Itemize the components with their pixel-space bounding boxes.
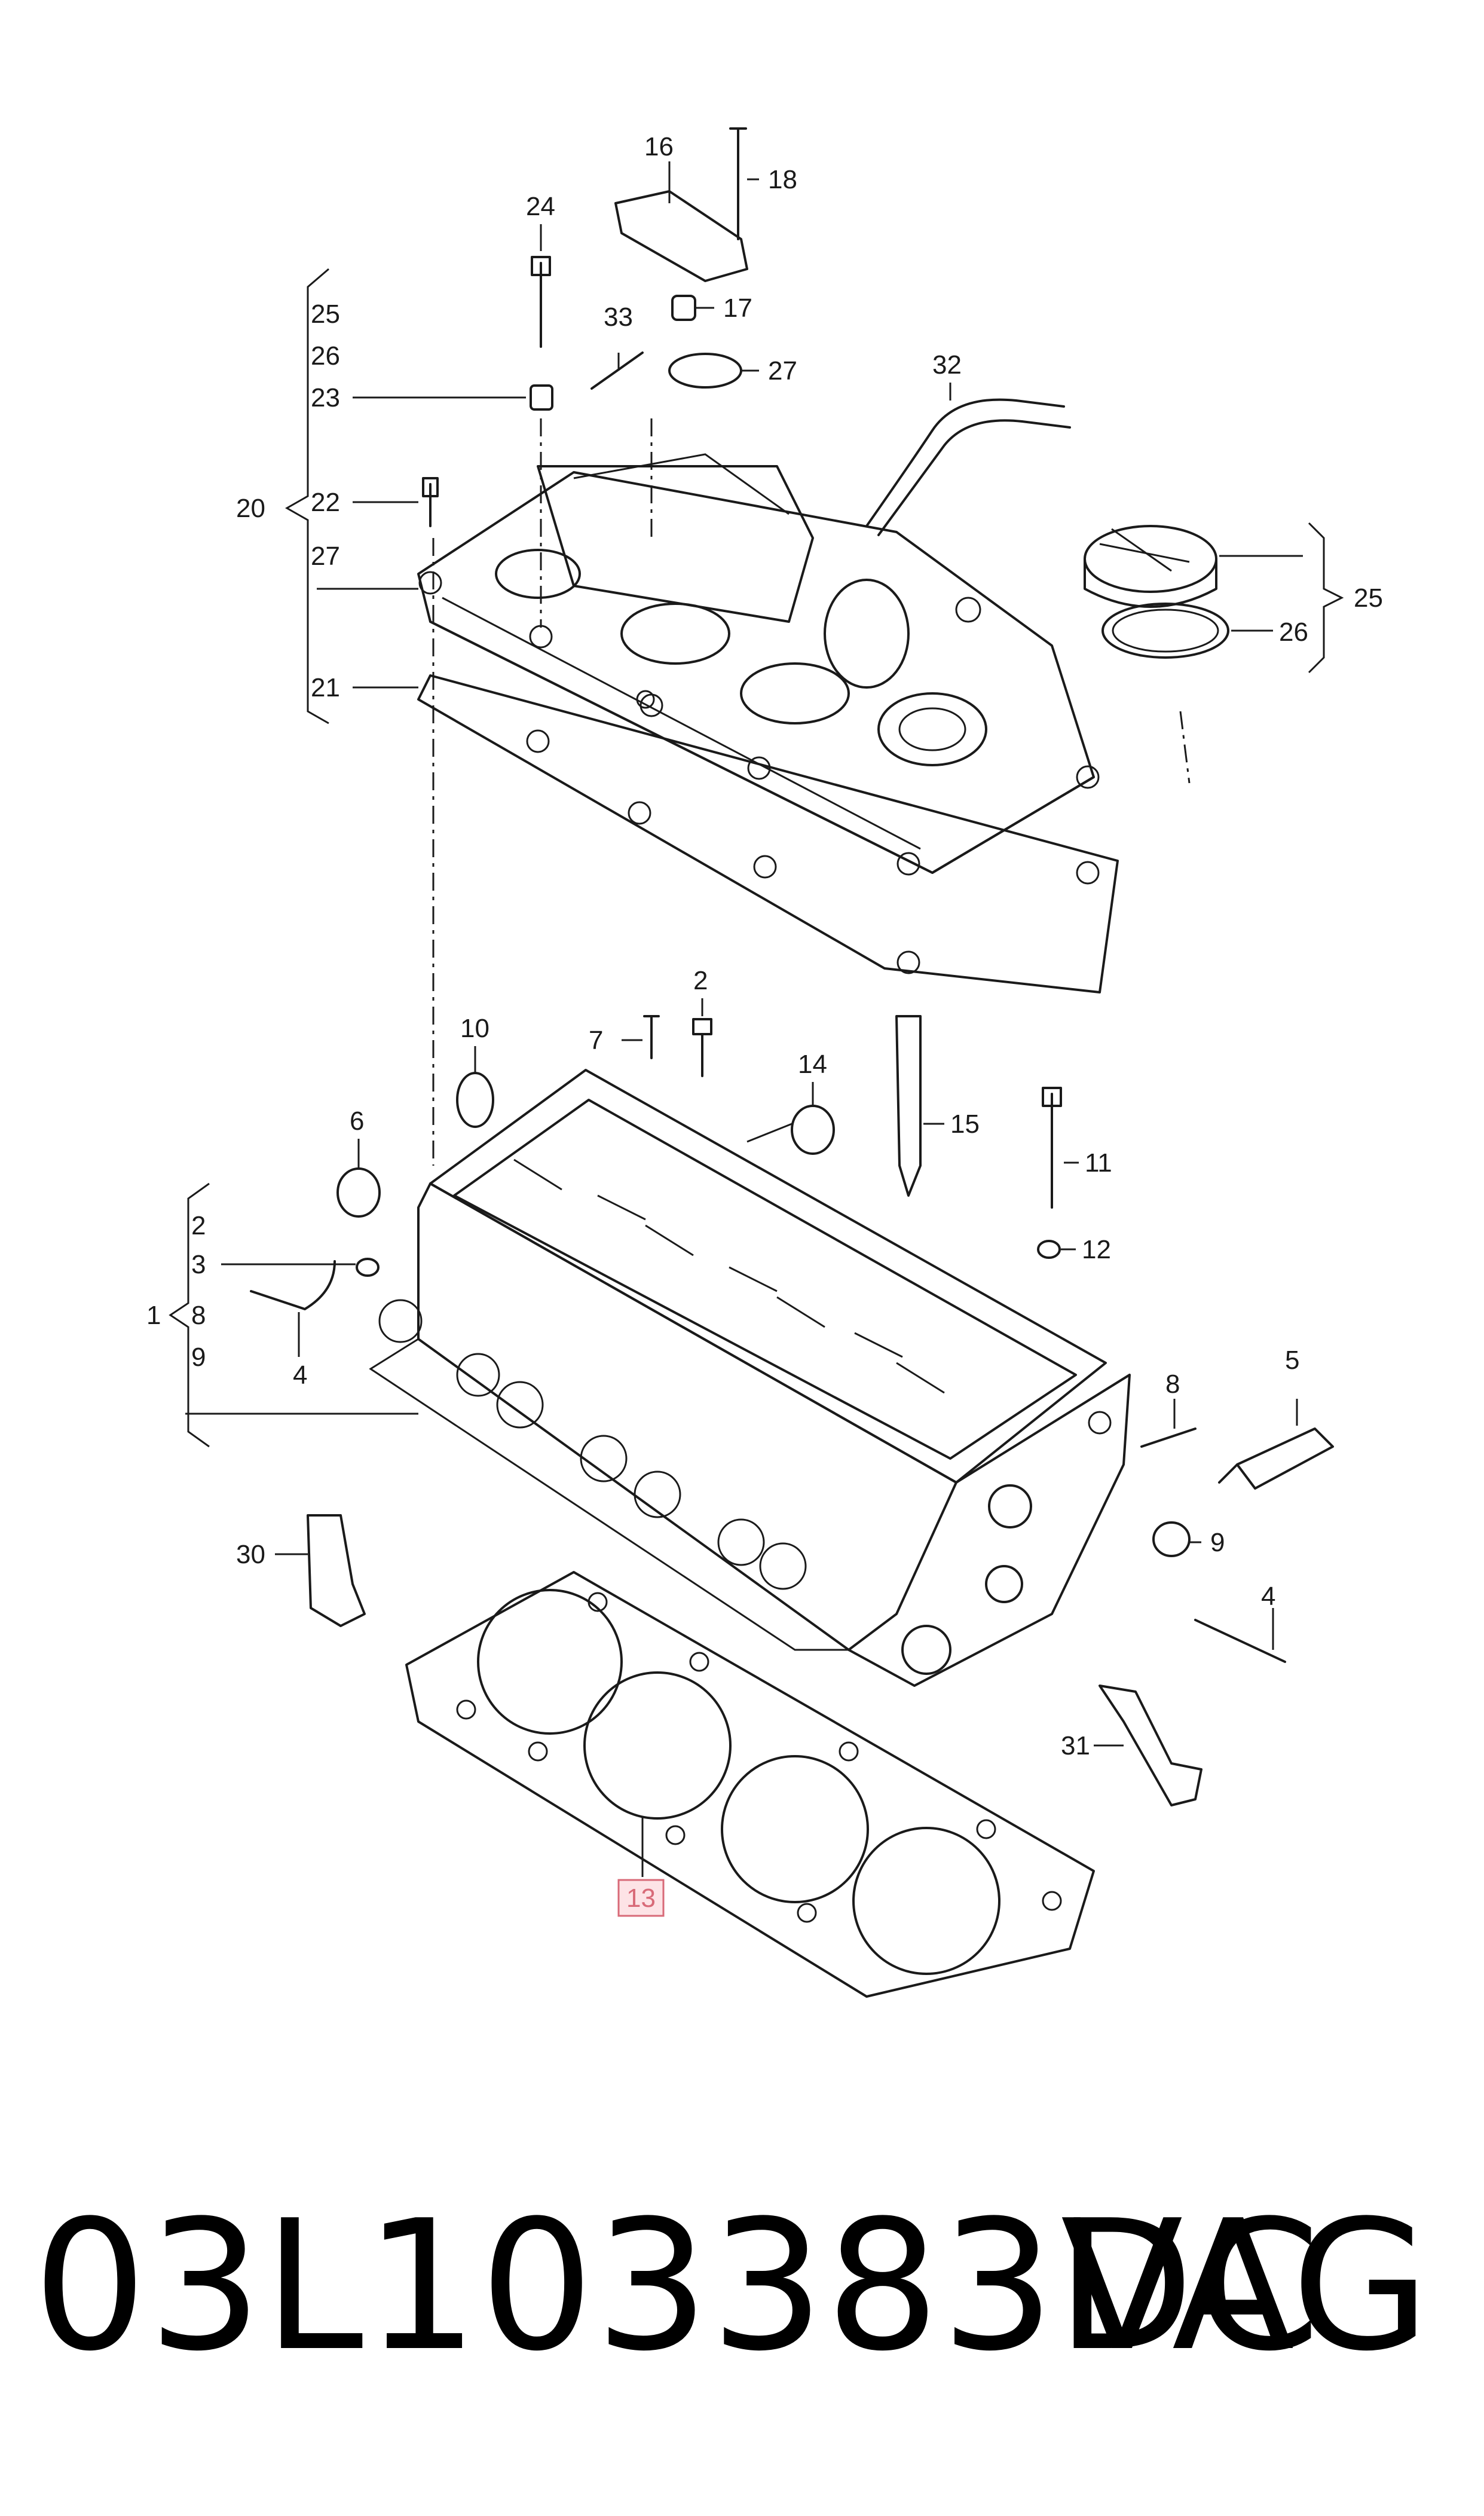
bracket-16: [614, 190, 748, 282]
callout-4-right: 4: [1261, 1582, 1275, 1611]
injector-15: [895, 1015, 922, 1197]
bolt-2: [692, 1018, 712, 1077]
callout-16: 16: [644, 132, 674, 161]
callout-27-left: 27: [311, 542, 340, 571]
callout-6: 6: [350, 1106, 364, 1136]
cylinder-head: [369, 1069, 1131, 1687]
pipe-4-left: [250, 1260, 336, 1310]
callout-5: 5: [1285, 1346, 1299, 1375]
head-gasket: [405, 1571, 1095, 1998]
callout-15: 15: [950, 1109, 980, 1139]
callout-1: 1: [146, 1301, 161, 1330]
callout-18: 18: [768, 165, 797, 194]
callout-21: 21: [311, 673, 340, 702]
callout-12: 12: [1082, 1235, 1111, 1264]
washer-23: [530, 384, 553, 411]
callout-labels: 16 18 24 17 25 33 26 32 23 27 20 22 27 2…: [146, 132, 1383, 1917]
breather-hose: [865, 398, 1065, 527]
plate-14: [791, 1105, 835, 1155]
pin-7: [643, 1015, 660, 1059]
callout-22: 22: [311, 488, 340, 517]
callout-8-right: 8: [1165, 1369, 1180, 1399]
filler-cap-seal: [1101, 603, 1229, 659]
brand-name: VAG: [1060, 2182, 1430, 2390]
callout-9-left: 9: [191, 1343, 206, 1372]
callout-23: 23: [311, 383, 340, 412]
stud-8: [1140, 1427, 1197, 1448]
callout-8-left: 8: [191, 1301, 206, 1330]
seal-10: [456, 1072, 494, 1128]
oil-filler-cap: [1084, 525, 1217, 608]
part-number: 03L103383DC: [33, 2182, 1322, 2390]
bolt-18: [729, 127, 747, 240]
callout-7: 7: [589, 1026, 603, 1055]
callout-32: 32: [932, 350, 962, 380]
stud-22: [422, 477, 439, 527]
callout-9-right: 9: [1210, 1528, 1225, 1557]
callout-11: 11: [1085, 1148, 1112, 1178]
valve-cover: [417, 453, 1119, 993]
bolt-24: [531, 256, 551, 348]
callout-3: 3: [191, 1250, 206, 1279]
spring-33: [590, 351, 644, 390]
callout-13: 13: [626, 1884, 656, 1913]
callout-26-right: 26: [1279, 617, 1308, 647]
washer-12: [1037, 1240, 1061, 1259]
cap-27: [668, 353, 742, 389]
sealant-tube-5: [1218, 1427, 1334, 1490]
seal-6: [336, 1167, 381, 1218]
plug-9: [1152, 1521, 1191, 1557]
callout-31: 31: [1061, 1731, 1090, 1760]
callout-10: 10: [460, 1014, 489, 1043]
callout-33: 33: [604, 302, 633, 332]
plug-17: [671, 295, 696, 321]
plug-3: [356, 1258, 380, 1277]
callout-4-left: 4: [293, 1361, 307, 1390]
callout-2-left: 2: [191, 1211, 206, 1240]
callout-17: 17: [723, 294, 752, 323]
callout-30: 30: [236, 1540, 265, 1569]
bolt-4-right: [1194, 1619, 1286, 1663]
callout-24: 24: [526, 192, 555, 221]
callout-20: 20: [236, 494, 265, 523]
bracket-31: [1099, 1685, 1203, 1806]
leader-lines: [169, 161, 1344, 1877]
callout-27-top: 27: [768, 356, 797, 386]
bolt-11: [1042, 1087, 1062, 1209]
callout-13-highlight: [617, 1879, 665, 1917]
bracket-30: [307, 1514, 366, 1627]
callout-2-top: 2: [693, 966, 708, 995]
callout-26-left: 26: [311, 341, 340, 371]
callout-25-left: 25: [311, 299, 340, 329]
callout-14: 14: [798, 1050, 827, 1079]
exploded-parts-diagram: 16 18 24 17 25 33 26 32 23 27 20 22 27 2…: [146, 127, 1383, 1998]
callout-25-right: 25: [1354, 583, 1383, 613]
